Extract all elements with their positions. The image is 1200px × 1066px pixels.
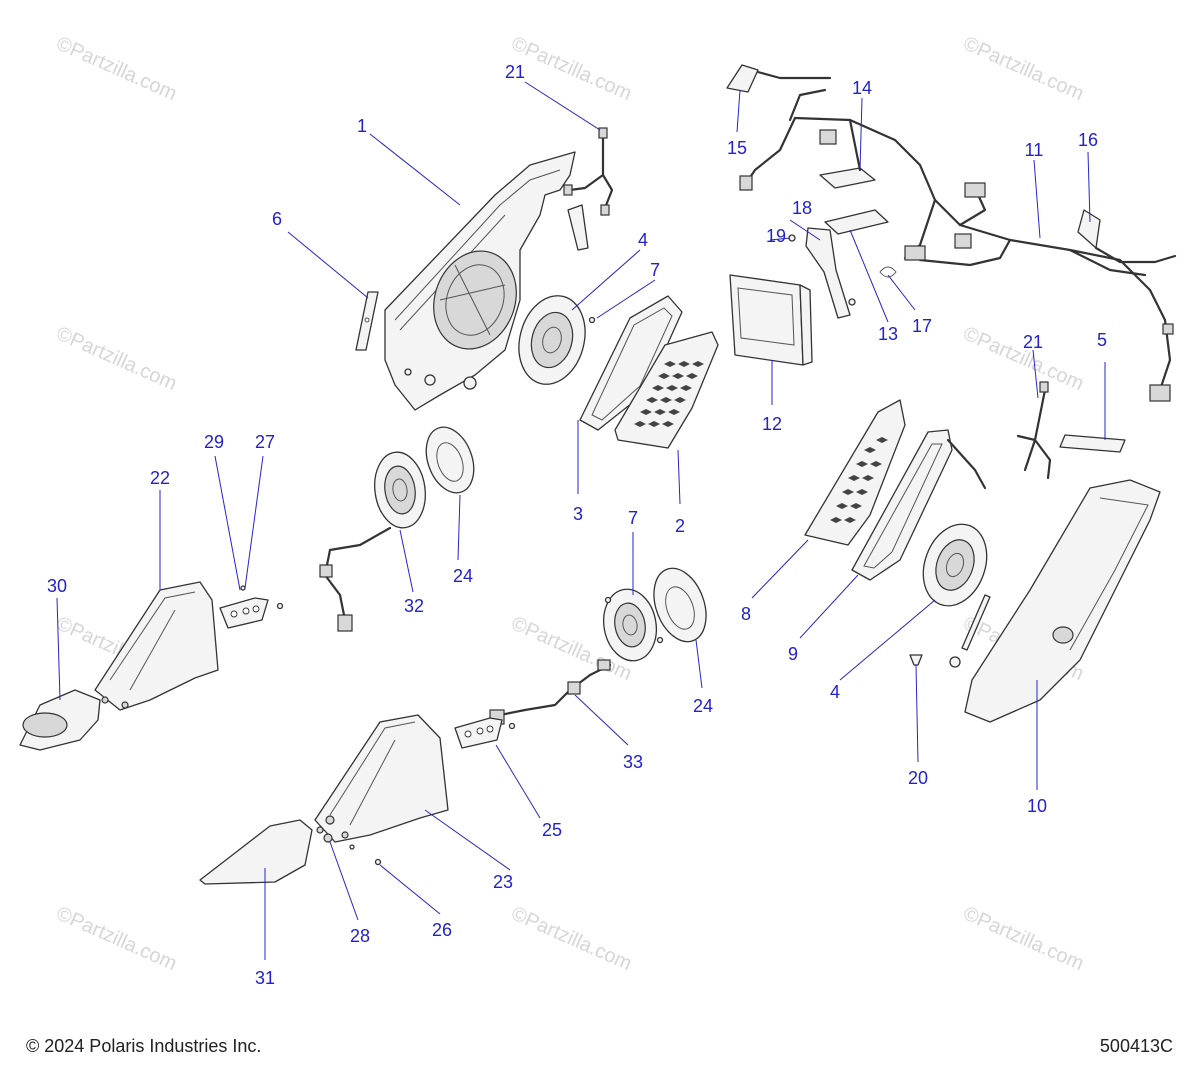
- subwoofer-enclosure-23: [314, 714, 449, 843]
- callout-7-lower: 7: [628, 508, 638, 528]
- speaker-gasket-right: [851, 429, 987, 581]
- callout-33: 33: [623, 752, 643, 772]
- watermark: ©Partzilla.com: [960, 32, 1087, 105]
- callout-27: 27: [255, 432, 275, 452]
- mount-bracket: [355, 291, 379, 351]
- subwoofer-base-31: [199, 819, 313, 885]
- callout-20: 20: [908, 768, 928, 788]
- callout-32: 32: [404, 596, 424, 616]
- light-29: [219, 585, 284, 629]
- callout-15: 15: [727, 138, 747, 158]
- callout-1: 1: [357, 116, 367, 136]
- watermark: ©Partzilla.com: [53, 32, 180, 105]
- subwoofer-base-30: [19, 689, 101, 751]
- nut-28: [325, 815, 335, 825]
- speaker-middle-lower: [602, 588, 664, 662]
- speaker-cover-lower: [653, 567, 707, 643]
- callout-18: 18: [792, 198, 812, 218]
- clip-17: [879, 266, 897, 278]
- display-bracket: [788, 227, 856, 319]
- speaker-pod-left: [384, 151, 576, 411]
- diagram-number: 500413C: [1099, 1036, 1173, 1056]
- callout-28: 28: [350, 926, 370, 946]
- callouts: 1 2 3 4 4 5 6 7 7 8 9 10 11 12 13 14 15 …: [47, 62, 1107, 988]
- speaker-grille-right: [804, 399, 906, 546]
- main-wire-harness: [739, 88, 1174, 402]
- watermark: ©Partzilla.com: [508, 32, 635, 105]
- leader-lines: [56, 81, 1106, 960]
- callout-24-lower: 24: [693, 696, 713, 716]
- module-14: [819, 167, 876, 189]
- callout-26: 26: [432, 920, 452, 940]
- watermark: ©Partzilla.com: [960, 902, 1087, 975]
- callout-24-upper: 24: [453, 566, 473, 586]
- callout-11: 11: [1025, 140, 1044, 160]
- screw: [588, 316, 596, 324]
- callout-3: 3: [573, 504, 583, 524]
- subwoofer-enclosure-22: [94, 581, 219, 711]
- speaker-pod-right: [961, 479, 1161, 723]
- callout-2: 2: [675, 516, 685, 536]
- display-unit: [729, 274, 813, 366]
- callout-17: 17: [912, 316, 932, 336]
- watermark: ©Partzilla.com: [53, 322, 180, 395]
- callout-12: 12: [762, 414, 782, 434]
- light-25: [454, 717, 516, 749]
- watermark: ©Partzilla.com: [53, 902, 180, 975]
- callout-10: 10: [1027, 796, 1047, 816]
- callout-13: 13: [878, 324, 898, 344]
- callout-25: 25: [542, 820, 562, 840]
- callout-16: 16: [1078, 130, 1098, 150]
- speaker-right: [922, 523, 988, 607]
- speaker-grille-left: [614, 331, 719, 449]
- callout-5: 5: [1097, 330, 1107, 350]
- callout-30: 30: [47, 576, 67, 596]
- screw-26: [374, 858, 382, 866]
- nut-28: [323, 833, 333, 843]
- callout-6: 6: [272, 209, 282, 229]
- callout-19: 19: [766, 226, 786, 246]
- speaker-jumper-harness-right: [1016, 381, 1052, 480]
- callout-4-lower: 4: [830, 682, 840, 702]
- callout-23: 23: [493, 872, 513, 892]
- speaker-left-lower: [319, 451, 426, 632]
- screw-26: [349, 844, 355, 850]
- mount-bracket-right: [1059, 434, 1126, 453]
- speaker-cover-upper: [425, 426, 475, 494]
- speaker-gasket-left: [579, 295, 683, 431]
- accessory-connector-15: [726, 64, 832, 93]
- watermark: ©Partzilla.com: [508, 902, 635, 975]
- callout-21-upper: 21: [505, 62, 525, 82]
- callout-7-upper: 7: [650, 260, 660, 280]
- speaker-left-upper: [518, 295, 586, 385]
- push-rivet-20: [909, 654, 961, 668]
- accessory-connector-16: [1077, 209, 1177, 264]
- callout-8: 8: [741, 604, 751, 624]
- callout-22: 22: [150, 468, 170, 488]
- callout-14: 14: [852, 78, 872, 98]
- speaker-jumper-harness-upper: [563, 127, 614, 251]
- callout-9: 9: [788, 644, 798, 664]
- callout-4-upper: 4: [638, 230, 648, 250]
- callout-29: 29: [204, 432, 224, 452]
- callout-31: 31: [255, 968, 275, 988]
- copyright-notice: © 2024 Polaris Industries Inc.: [26, 1036, 262, 1056]
- callout-21-right: 21: [1023, 332, 1043, 352]
- module-13: [824, 209, 889, 235]
